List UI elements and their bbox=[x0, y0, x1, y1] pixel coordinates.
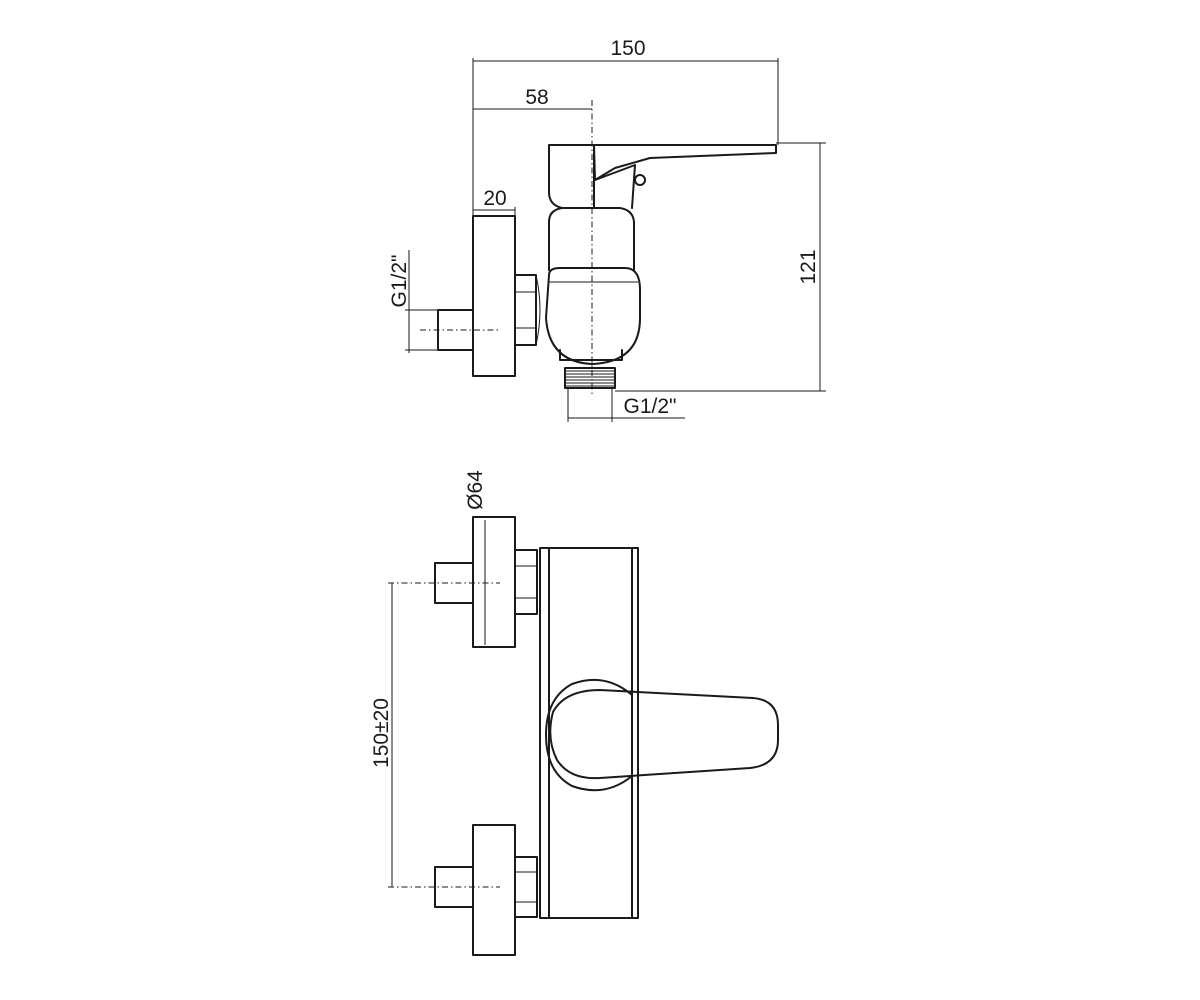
cartridge-cap bbox=[548, 144, 595, 209]
dim-inlet-spacing-label: 150±20 bbox=[370, 698, 393, 768]
dim-flange-diameter-label: Ø64 bbox=[464, 470, 487, 510]
top-hex-nut bbox=[514, 549, 538, 615]
dim-flange-depth-label: 20 bbox=[483, 187, 506, 210]
bottom-hex-nut bbox=[514, 856, 538, 918]
bottom-flange bbox=[472, 824, 516, 956]
dim-handle-offset-label: 58 bbox=[525, 86, 548, 109]
dim-total-width-label: 150 bbox=[610, 37, 645, 60]
front-body bbox=[539, 547, 639, 919]
outlet-nut bbox=[559, 349, 623, 361]
dim-total-width bbox=[472, 58, 779, 216]
bottom-inlet-pipe bbox=[434, 866, 474, 908]
hex-nut bbox=[514, 274, 541, 346]
top-inlet-pipe bbox=[434, 562, 474, 604]
dim-height bbox=[615, 142, 826, 392]
top-flange bbox=[472, 516, 516, 648]
handle-screw bbox=[634, 174, 646, 186]
dim-outlet-thread bbox=[567, 388, 685, 422]
dim-flange-depth bbox=[473, 207, 516, 216]
dim-outlet-thread-label: G1/2" bbox=[624, 395, 677, 418]
globe-body bbox=[545, 267, 641, 365]
wall-flange bbox=[472, 215, 516, 377]
front-handle-lever bbox=[549, 689, 779, 780]
outlet-thread bbox=[564, 367, 616, 389]
side-view: 150 58 20 G1/2" 121 bbox=[388, 37, 826, 422]
dim-inlet-thread-label: G1/2" bbox=[388, 255, 411, 308]
dim-inlet-thread bbox=[405, 250, 438, 353]
handle-base-disc bbox=[545, 678, 633, 792]
handle-lever bbox=[593, 144, 777, 181]
front-view: Ø64 150±20 bbox=[370, 470, 779, 956]
dim-height-label: 121 bbox=[797, 249, 820, 284]
